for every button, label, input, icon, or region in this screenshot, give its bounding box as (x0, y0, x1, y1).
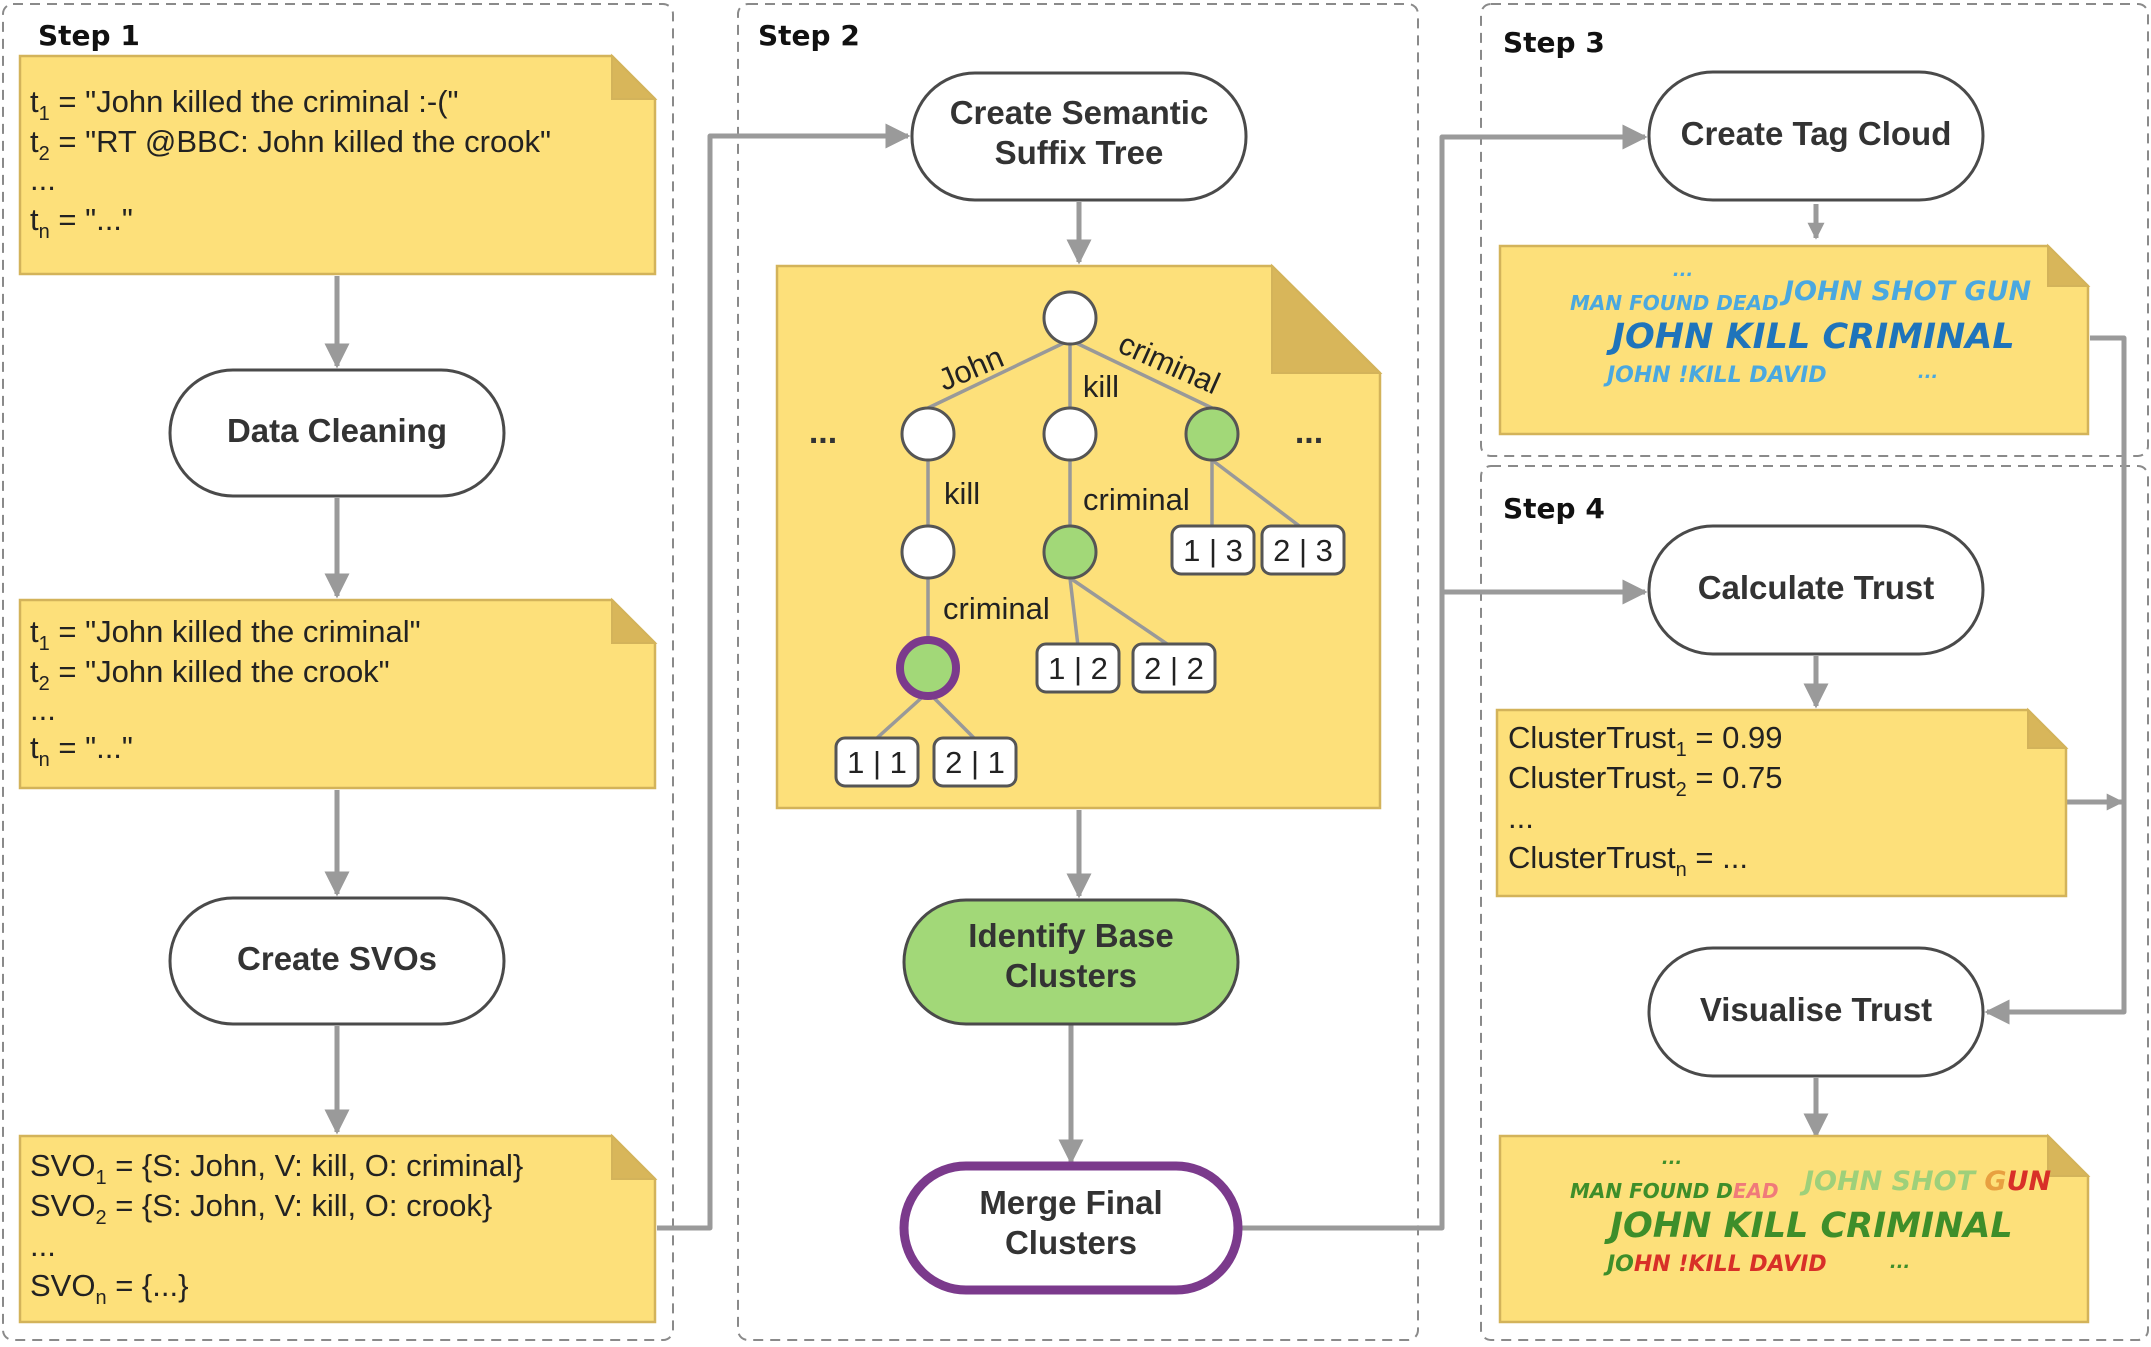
svos-note: SVO1 = {S: John, V: kill, O: criminal} S… (18, 1133, 658, 1324)
step2-panel (737, 3, 1419, 1341)
step4-panel (1480, 465, 2149, 1341)
identify-base-clusters-step: Identify Base Clusters (902, 898, 1240, 1026)
create-tag-cloud-step: Create Tag Cloud (1647, 70, 1985, 202)
clean-tweet-1: t1 = "John killed the criminal" (30, 614, 421, 655)
trust-cloud-john-kill-criminal: JOHN KILL CRIMINAL (1604, 1206, 2013, 1246)
step4-label: Step 4 (1503, 492, 1605, 525)
trust-cloud-dots-top: ... (1662, 1148, 1683, 1169)
trust-cloud-john-not-kill-david: JOHN !KILL DAVID (1603, 1252, 1827, 1277)
raw-tweet-n: tn = "..." (30, 202, 133, 243)
tag-cloud-note: ... MAN FOUND DEAD JOHN SHOT GUN JOHN KI… (1498, 243, 2091, 436)
trust-cloud-dots-bottom: ... (1890, 1252, 1911, 1273)
cloud-man-found-dead: MAN FOUND DEAD (1570, 291, 1779, 315)
merge-label-2: Clusters (1005, 1224, 1137, 1261)
tree-ellipsis-right: ... (1295, 413, 1323, 451)
cluster-trust-n: ClusterTrustn = ... (1508, 840, 1748, 881)
suffix-tree-note: John kill criminal kill criminal crimina… (775, 263, 1383, 810)
step3-panel (1480, 3, 2149, 457)
svg-text:2 | 3: 2 | 3 (1273, 533, 1333, 568)
tree-root-node (1042, 290, 1098, 346)
edge-label-criminal-mid: criminal (1083, 482, 1190, 517)
edge-label-kill-mid: kill (944, 476, 980, 511)
leaf-2-2: 2 | 2 (1131, 642, 1217, 694)
clean-tweet-ellipsis: ... (30, 692, 56, 727)
visualise-trust-label: Visualise Trust (1700, 991, 1932, 1028)
clean-tweet-2: t2 = "John killed the crook" (30, 654, 390, 695)
step2-label: Step 2 (758, 19, 860, 52)
svg-text:1 | 2: 1 | 2 (1048, 651, 1108, 686)
leaf-2-3: 2 | 3 (1260, 524, 1346, 576)
base-clusters-label-1: Identify Base (968, 917, 1173, 954)
svg-text:2 | 1: 2 | 1 (945, 745, 1005, 780)
cluster-trust-2: ClusterTrust2 = 0.75 (1508, 760, 1782, 801)
create-suffix-tree-step: Create Semantic Suffix Tree (910, 71, 1248, 202)
trust-cloud-man-found-dead: MAN FOUND DEAD (1570, 1179, 1779, 1203)
step3-label: Step 3 (1503, 26, 1605, 59)
leaf-2-1: 2 | 1 (932, 736, 1018, 788)
tree-ellipsis-left: ... (809, 413, 837, 451)
cloud-john-not-kill-david: JOHN !KILL DAVID (1603, 363, 1827, 388)
visualise-trust-step: Visualise Trust (1647, 946, 1985, 1078)
step1-panel (2, 3, 674, 1341)
suffix-tree-label-1: Create Semantic (950, 94, 1209, 131)
raw-tweets-note: t1 = "John killed the criminal :-(" t2 =… (18, 53, 658, 276)
tree-node-kill-criminal (1042, 524, 1098, 580)
tag-cloud-label: Create Tag Cloud (1681, 115, 1952, 152)
data-cleaning-step: Data Cleaning (168, 368, 506, 498)
merge-final-clusters-step: Merge Final Clusters (899, 1161, 1243, 1295)
calculate-trust-step: Calculate Trust (1647, 524, 1985, 656)
calc-trust-label: Calculate Trust (1698, 569, 1935, 606)
create-svos-label: Create SVOs (237, 940, 437, 977)
cluster-trust-note: ClusterTrust1 = 0.99 ClusterTrust2 = 0.7… (1495, 707, 2069, 898)
cloud-dots-top: ... (1673, 260, 1694, 281)
tree-node-john-kill (900, 524, 956, 580)
step1-label: Step 1 (38, 19, 140, 52)
trust-cloud-note: ... MAN FOUND DEAD JOHN SHOT GUN JOHN KI… (1498, 1133, 2091, 1324)
tree-edges (875, 338, 1304, 740)
arrow-svos-to-suffix-tree (657, 123, 911, 1231)
merge-label-1: Merge Final (979, 1184, 1162, 1221)
svo-2: SVO2 = {S: John, V: kill, O: crook} (30, 1188, 492, 1229)
svg-text:2 | 2: 2 | 2 (1144, 651, 1204, 686)
leaf-1-2: 1 | 2 (1035, 642, 1121, 694)
data-cleaning-label: Data Cleaning (227, 412, 447, 449)
edge-label-kill-top: kill (1083, 369, 1119, 404)
raw-tweet-ellipsis: ... (30, 162, 56, 197)
cluster-trust-1: ClusterTrust1 = 0.99 (1508, 720, 1782, 761)
create-svos-step: Create SVOs (168, 896, 506, 1026)
clean-tweet-n: tn = "..." (30, 730, 133, 771)
cloud-john-kill-criminal: JOHN KILL CRIMINAL (1606, 317, 2015, 357)
tree-node-criminal (1184, 406, 1240, 462)
svo-n: SVOn = {...} (30, 1268, 188, 1309)
suffix-tree-label-2: Suffix Tree (995, 134, 1164, 171)
svg-text:1 | 3: 1 | 3 (1183, 533, 1243, 568)
cluster-trust-ellipsis: ... (1508, 800, 1534, 835)
trust-cloud-john-shot-gun: JOHN SHOT GUN (1799, 1166, 2052, 1197)
tree-node-kill (1042, 406, 1098, 462)
raw-tweet-2: t2 = "RT @BBC: John killed the crook" (30, 124, 551, 165)
cloud-dots-bottom: ... (1918, 362, 1939, 383)
leaf-1-3: 1 | 3 (1170, 524, 1256, 576)
edge-label-criminal-low: criminal (943, 591, 1050, 626)
cloud-john-shot-gun: JOHN SHOT GUN (1779, 276, 2031, 307)
leaf-1-1: 1 | 1 (834, 736, 920, 788)
base-clusters-label-2: Clusters (1005, 957, 1137, 994)
svo-1: SVO1 = {S: John, V: kill, O: criminal} (30, 1148, 523, 1189)
arrow-merge-to-tag-cloud (1240, 124, 1648, 1231)
tree-node-john-kill-criminal (896, 636, 960, 700)
tree-node-john (900, 406, 956, 462)
svg-text:1 | 1: 1 | 1 (847, 745, 907, 780)
arrow-cloud-to-visualise (1984, 335, 2127, 1025)
clean-tweets-note: t1 = "John killed the criminal" t2 = "Jo… (18, 597, 658, 790)
raw-tweet-1: t1 = "John killed the criminal :-(" (30, 84, 459, 125)
svo-ellipsis: ... (30, 1228, 56, 1263)
